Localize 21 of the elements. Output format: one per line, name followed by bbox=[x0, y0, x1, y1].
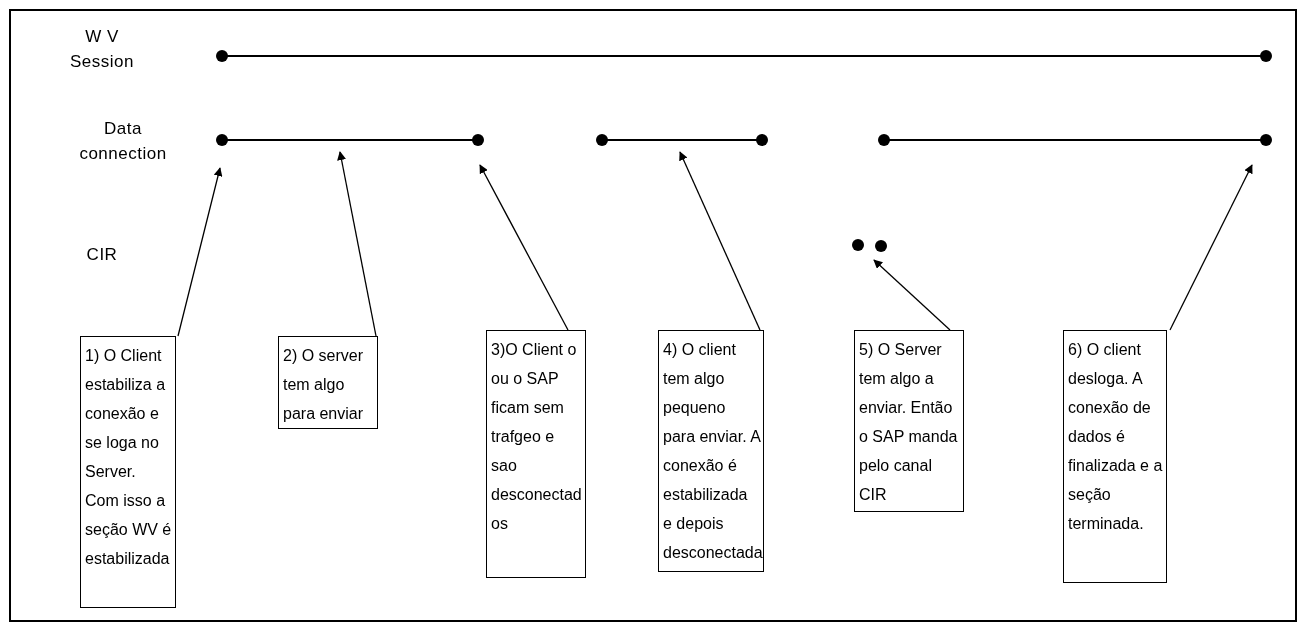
arrow bbox=[679, 151, 761, 331]
note-box bbox=[486, 330, 586, 578]
arrow bbox=[337, 151, 377, 337]
row-label: CIR bbox=[85, 244, 119, 266]
note-text: 5) O Server tem algo a enviar. Então o SAP manda pelo canal CIR bbox=[859, 340, 959, 505]
note-text: 1) O Client estabiliza a conexão e se loga no Server. bbox=[85, 346, 167, 482]
note-box bbox=[1063, 330, 1167, 583]
note-box bbox=[278, 336, 378, 429]
note-text: Com isso a seção WV é estabilizada bbox=[85, 491, 172, 569]
row-label: Data connection bbox=[78, 118, 168, 165]
arrow bbox=[1169, 164, 1253, 331]
note-box bbox=[80, 336, 176, 608]
note-text: 2) O server tem algo para enviar bbox=[283, 346, 365, 424]
arrow bbox=[479, 164, 569, 331]
note-text: 3)O Client o ou o SAP ficam sem trafgeo e sao desconectad os bbox=[491, 340, 582, 534]
row-label: W V Session bbox=[69, 26, 135, 73]
arrow bbox=[873, 259, 951, 331]
note-text: 6) O client desloga. A conexão de dados é finalizada e a seção terminada. bbox=[1068, 340, 1163, 534]
note-box bbox=[854, 330, 964, 512]
note-box bbox=[658, 330, 764, 572]
arrow bbox=[177, 167, 223, 337]
